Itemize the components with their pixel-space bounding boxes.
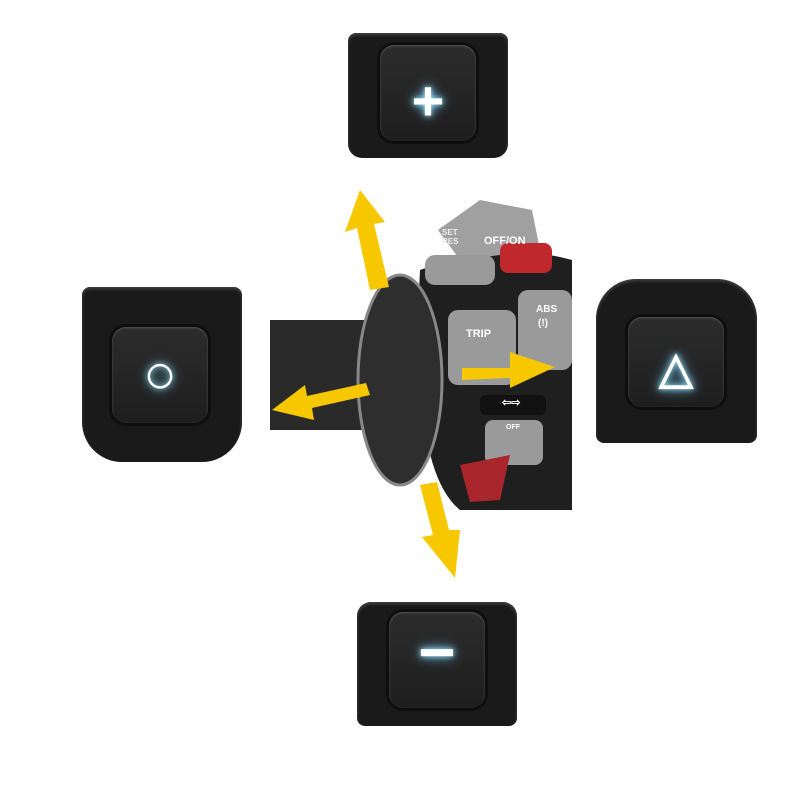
hazard-key bbox=[500, 243, 552, 273]
plus-button[interactable]: + bbox=[348, 33, 508, 158]
horn-key bbox=[460, 455, 510, 502]
triangle-button[interactable]: △ bbox=[596, 279, 757, 443]
circle-button[interactable]: ○ bbox=[82, 287, 242, 462]
multi-controller-wheel bbox=[356, 273, 444, 487]
set-res-label: SET RES bbox=[442, 228, 459, 246]
handlebar-illustration bbox=[270, 200, 572, 510]
abs-key bbox=[518, 290, 572, 370]
handlebar-switch-cluster: SET RES OFF/ON TRIP ABS (!) ⇦⇨ OFF bbox=[270, 190, 572, 510]
minus-icon: − bbox=[418, 616, 456, 688]
arrow-up-icon bbox=[345, 190, 389, 290]
arrow-right-icon bbox=[462, 352, 555, 388]
arrow-left-icon bbox=[272, 383, 370, 420]
off-label: OFF bbox=[506, 424, 520, 431]
indicator-arrows-icon: ⇦⇨ bbox=[502, 397, 521, 409]
indicator-switch bbox=[480, 395, 546, 415]
trip-label: TRIP bbox=[466, 328, 492, 340]
minus-button[interactable]: − bbox=[357, 602, 517, 726]
abs-warning-icon: (!) bbox=[538, 318, 548, 329]
circle-icon: ○ bbox=[143, 342, 177, 405]
off-key bbox=[485, 420, 543, 465]
triangle-icon: △ bbox=[659, 344, 693, 393]
abs-label: ABS bbox=[536, 304, 558, 315]
plus-icon: + bbox=[411, 69, 445, 132]
light-key bbox=[425, 255, 495, 285]
cruise-label: OFF/ON bbox=[484, 235, 526, 247]
trip-key bbox=[448, 310, 516, 385]
arrow-down-icon bbox=[420, 482, 460, 578]
